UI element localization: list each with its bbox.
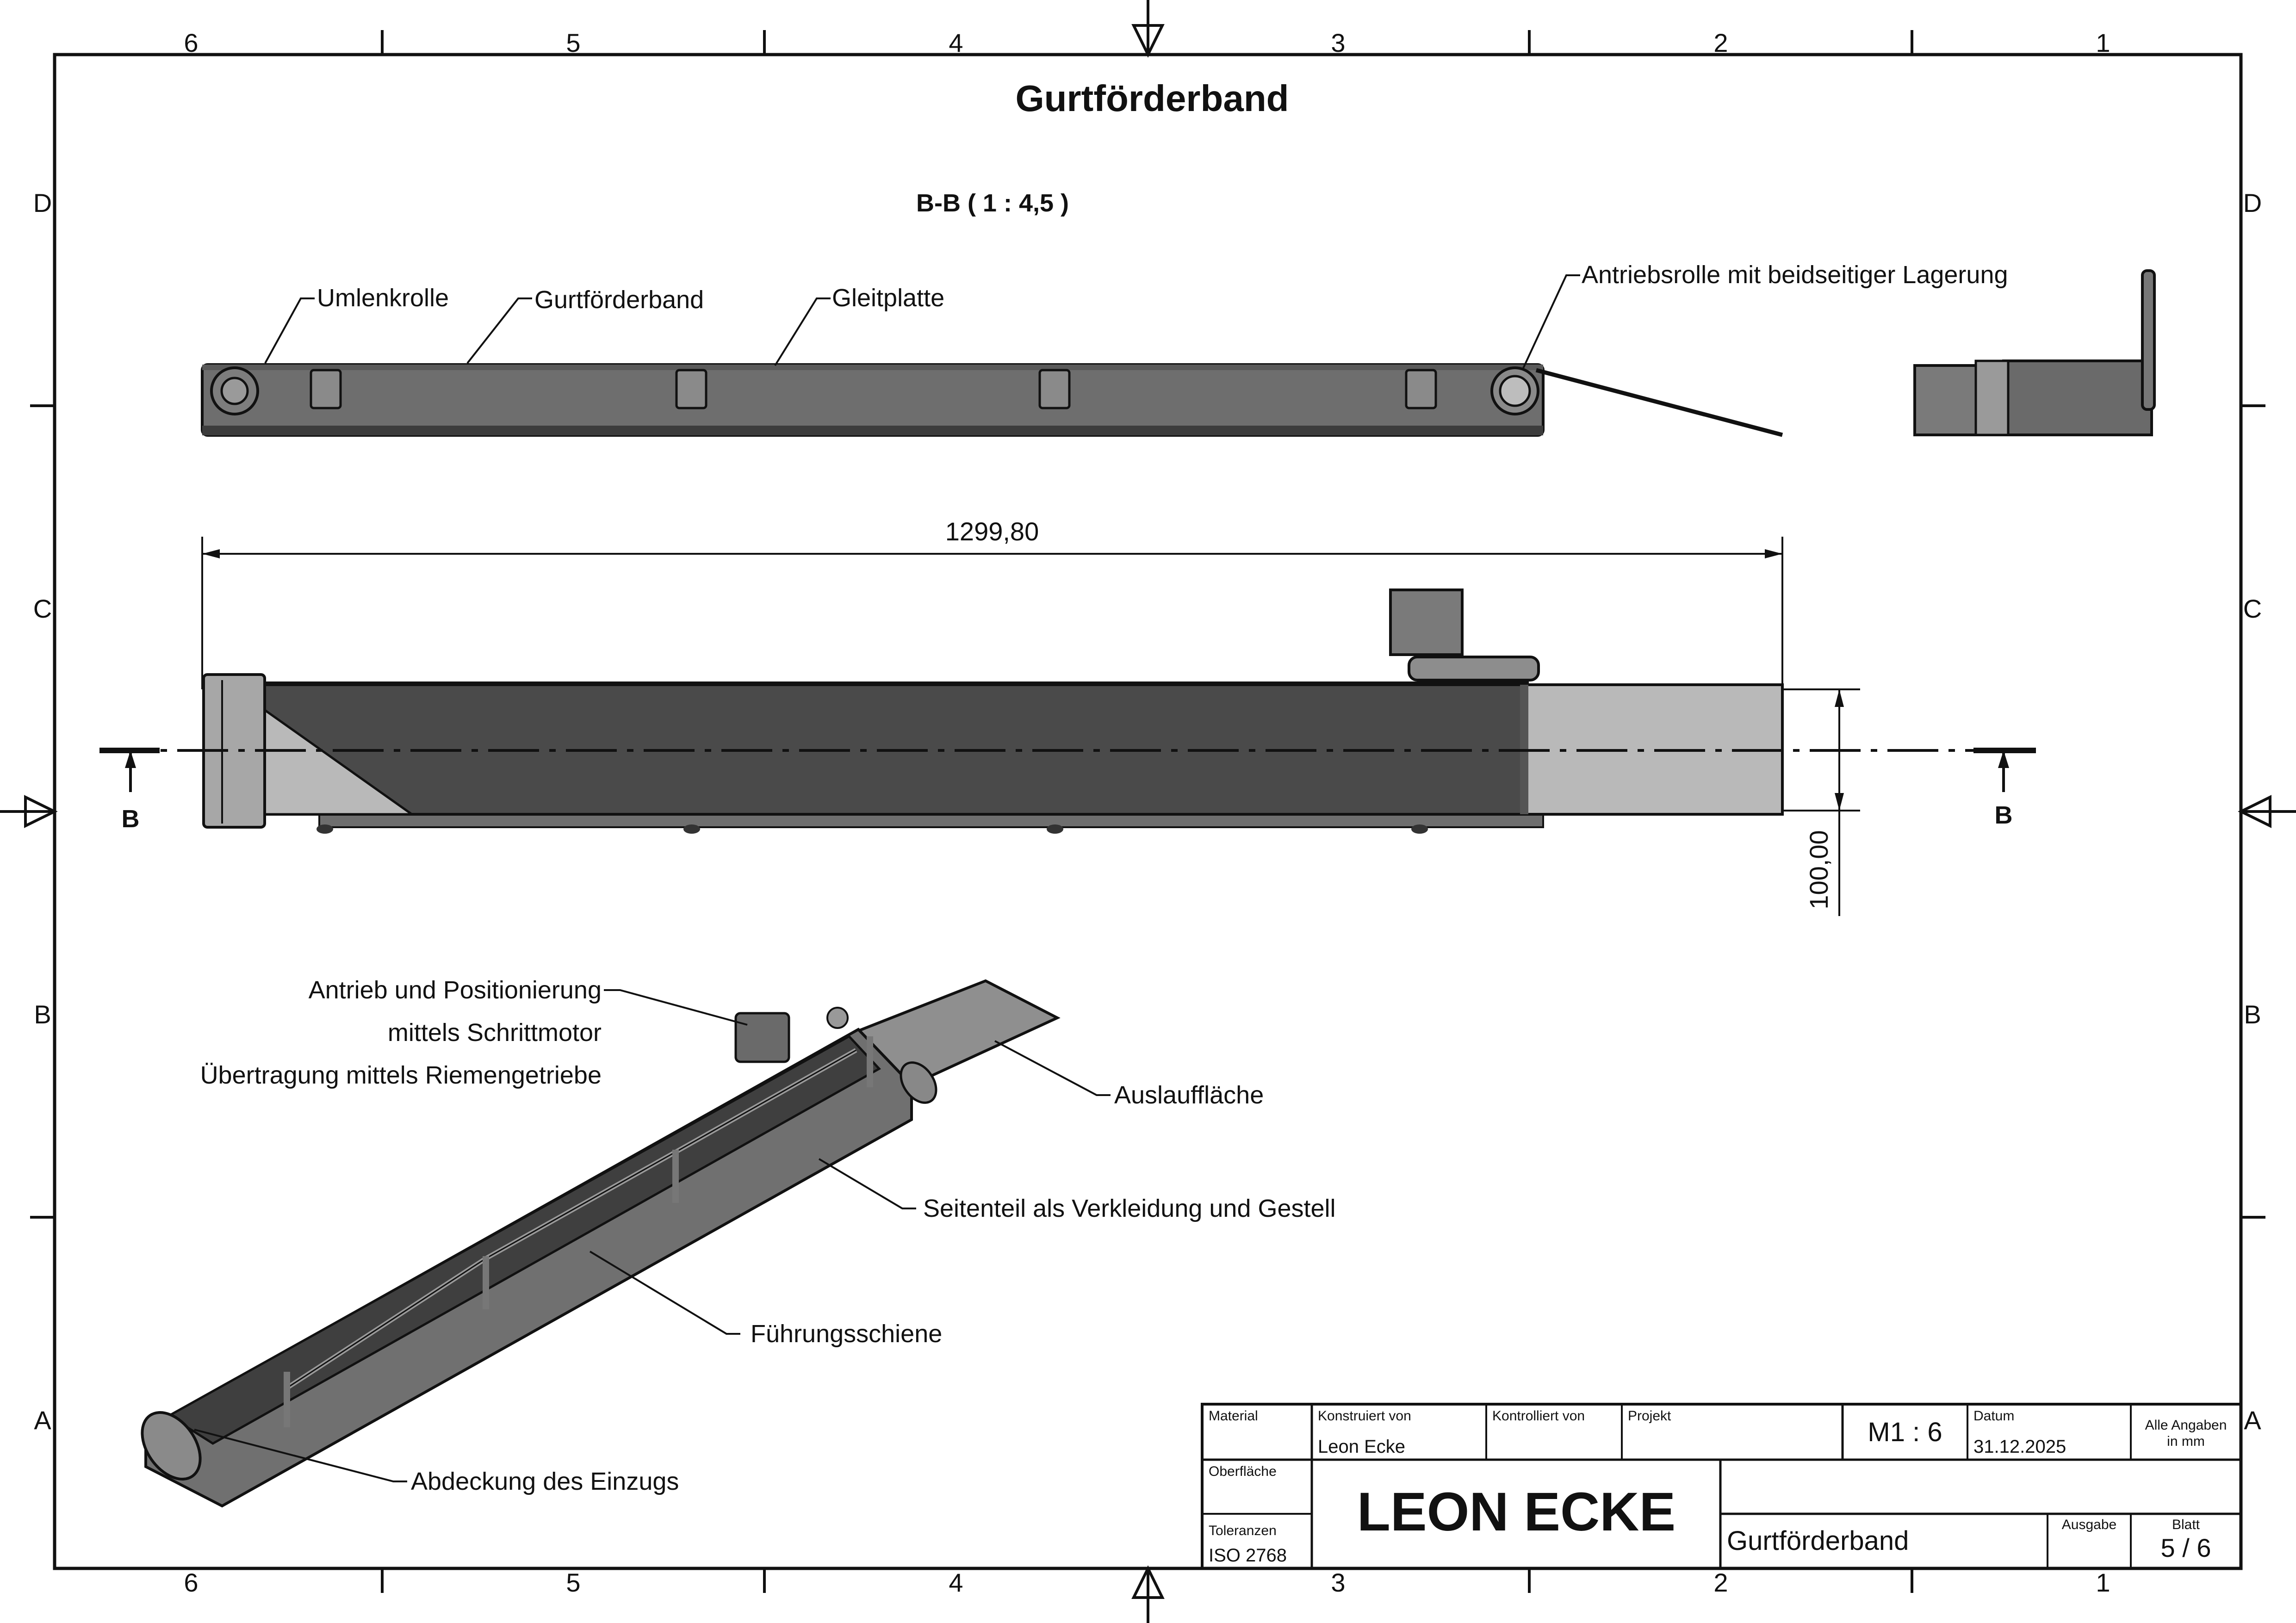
top-motor-pulley xyxy=(1408,656,1540,681)
row-label-right-B: B xyxy=(2244,1000,2261,1029)
callout-seitenteil: Seitenteil als Verkleidung und Gestell xyxy=(923,1195,1336,1222)
top-motor xyxy=(1389,588,1464,656)
end-view-shaft xyxy=(2141,269,2156,411)
row-label-left-C: C xyxy=(33,594,52,623)
tb-project-label: Projekt xyxy=(1628,1408,1671,1424)
dimension-length: 1299,80 xyxy=(945,517,1039,546)
row-label-right-A: A xyxy=(2244,1406,2261,1435)
tb-company-name: LEON ECKE xyxy=(1357,1481,1675,1542)
col-label-top-3: 3 xyxy=(1331,28,1345,57)
section-callout-leaders xyxy=(264,274,1580,371)
end-view-flange xyxy=(1974,359,2010,436)
tb-drawing-name: Gurtförderband xyxy=(1727,1526,1909,1556)
callout-gleitplatte: Gleitplatte xyxy=(832,284,944,312)
callout-gurtfoerderband: Gurtförderband xyxy=(534,286,704,314)
callout-antrieb-line1: Antrieb und Positionierung xyxy=(309,976,602,1004)
iso-motor xyxy=(734,1012,790,1063)
section-view-label: B-B ( 1 : 4,5 ) xyxy=(916,189,1069,217)
row-label-left-B: B xyxy=(34,1000,51,1029)
end-view xyxy=(1913,269,2156,436)
col-label-bottom-6: 6 xyxy=(184,1568,198,1597)
tb-sheet-value: 5 / 6 xyxy=(2161,1533,2211,1562)
callout-antrieb-line3: Übertragung mittels Riemengetriebe xyxy=(200,1061,602,1089)
row-labels: D C B A D C B A xyxy=(33,188,2262,1435)
row-label-left-D: D xyxy=(33,188,52,217)
tb-units-line2: in mm xyxy=(2167,1434,2205,1449)
row-label-left-A: A xyxy=(34,1406,51,1435)
tb-units-line1: Alle Angaben xyxy=(2145,1418,2227,1433)
col-label-top-1: 1 xyxy=(2096,28,2110,57)
bracket-2 xyxy=(675,369,707,409)
zone-ticks xyxy=(30,30,2265,1593)
top-view: 1299,80 B B xyxy=(99,517,2036,916)
tb-scale: M1 : 6 xyxy=(1868,1417,1942,1447)
side-frame-bottom-edge xyxy=(202,426,1543,435)
side-frame-top-edge xyxy=(202,365,1543,370)
dimension-width: 100,00 xyxy=(1804,830,1833,909)
col-label-top-5: 5 xyxy=(566,28,580,57)
antriebsrolle-hub xyxy=(1499,375,1531,407)
column-labels: 6 5 4 3 2 1 6 5 4 3 2 1 xyxy=(184,28,2110,1597)
callout-antriebsrolle: Antriebsrolle mit beidseitiger Lagerung xyxy=(1582,261,2008,289)
iso-callout-leaders xyxy=(194,989,1111,1482)
tb-material-label: Material xyxy=(1209,1408,1258,1424)
side-frame xyxy=(201,363,1545,437)
tb-tolerance-label: Toleranzen xyxy=(1209,1523,1277,1538)
tb-date-value: 31.12.2025 xyxy=(1973,1437,2066,1457)
row-label-right-D: D xyxy=(2243,188,2262,217)
col-label-bottom-3: 3 xyxy=(1331,1568,1345,1597)
col-label-top-2: 2 xyxy=(1713,28,1728,57)
col-label-top-4: 4 xyxy=(949,28,963,57)
callout-abdeckung: Abdeckung des Einzugs xyxy=(411,1468,679,1495)
col-label-bottom-1: 1 xyxy=(2096,1568,2110,1597)
col-label-bottom-2: 2 xyxy=(1713,1568,1728,1597)
tb-surface-label: Oberfläche xyxy=(1209,1464,1277,1479)
drawing-title: Gurtförderband xyxy=(1015,78,1289,119)
callout-fuehrungsschiene: Führungsschiene xyxy=(751,1320,942,1348)
section-marker-right: B xyxy=(1995,801,2013,829)
callout-auslaufflaeche: Auslauffläche xyxy=(1114,1081,1264,1109)
section-view-bb xyxy=(201,363,1783,437)
iso-roller xyxy=(141,1411,202,1481)
tb-tolerance-value: ISO 2768 xyxy=(1209,1545,1287,1566)
tb-edition-label: Ausgabe xyxy=(2062,1517,2116,1532)
col-label-bottom-5: 5 xyxy=(566,1568,580,1597)
umlenkrolle-hub xyxy=(220,377,249,405)
title-block xyxy=(1201,1403,2242,1570)
row-label-right-C: C xyxy=(2243,594,2262,623)
bracket-3 xyxy=(1038,369,1071,409)
tb-date-label: Datum xyxy=(1973,1408,2014,1424)
col-label-bottom-4: 4 xyxy=(949,1568,963,1597)
callout-antrieb-line2: mittels Schrittmotor xyxy=(388,1019,602,1047)
section-marker-left: B xyxy=(122,805,140,833)
auslauf-plate-side xyxy=(1535,368,1783,437)
bracket-4 xyxy=(1405,369,1437,409)
tb-constructed-value: Leon Ecke xyxy=(1318,1437,1405,1457)
tb-constructed-label: Konstruiert von xyxy=(1318,1408,1411,1424)
tb-sheet-label: Blatt xyxy=(2172,1517,2200,1532)
callout-umlenkrolle: Umlenkrolle xyxy=(317,284,449,312)
col-label-top-6: 6 xyxy=(184,28,198,57)
isometric-view xyxy=(141,979,1061,1508)
tb-checked-label: Kontrolliert von xyxy=(1492,1408,1585,1424)
end-view-motor xyxy=(2002,359,2153,436)
bracket-1 xyxy=(310,369,342,409)
